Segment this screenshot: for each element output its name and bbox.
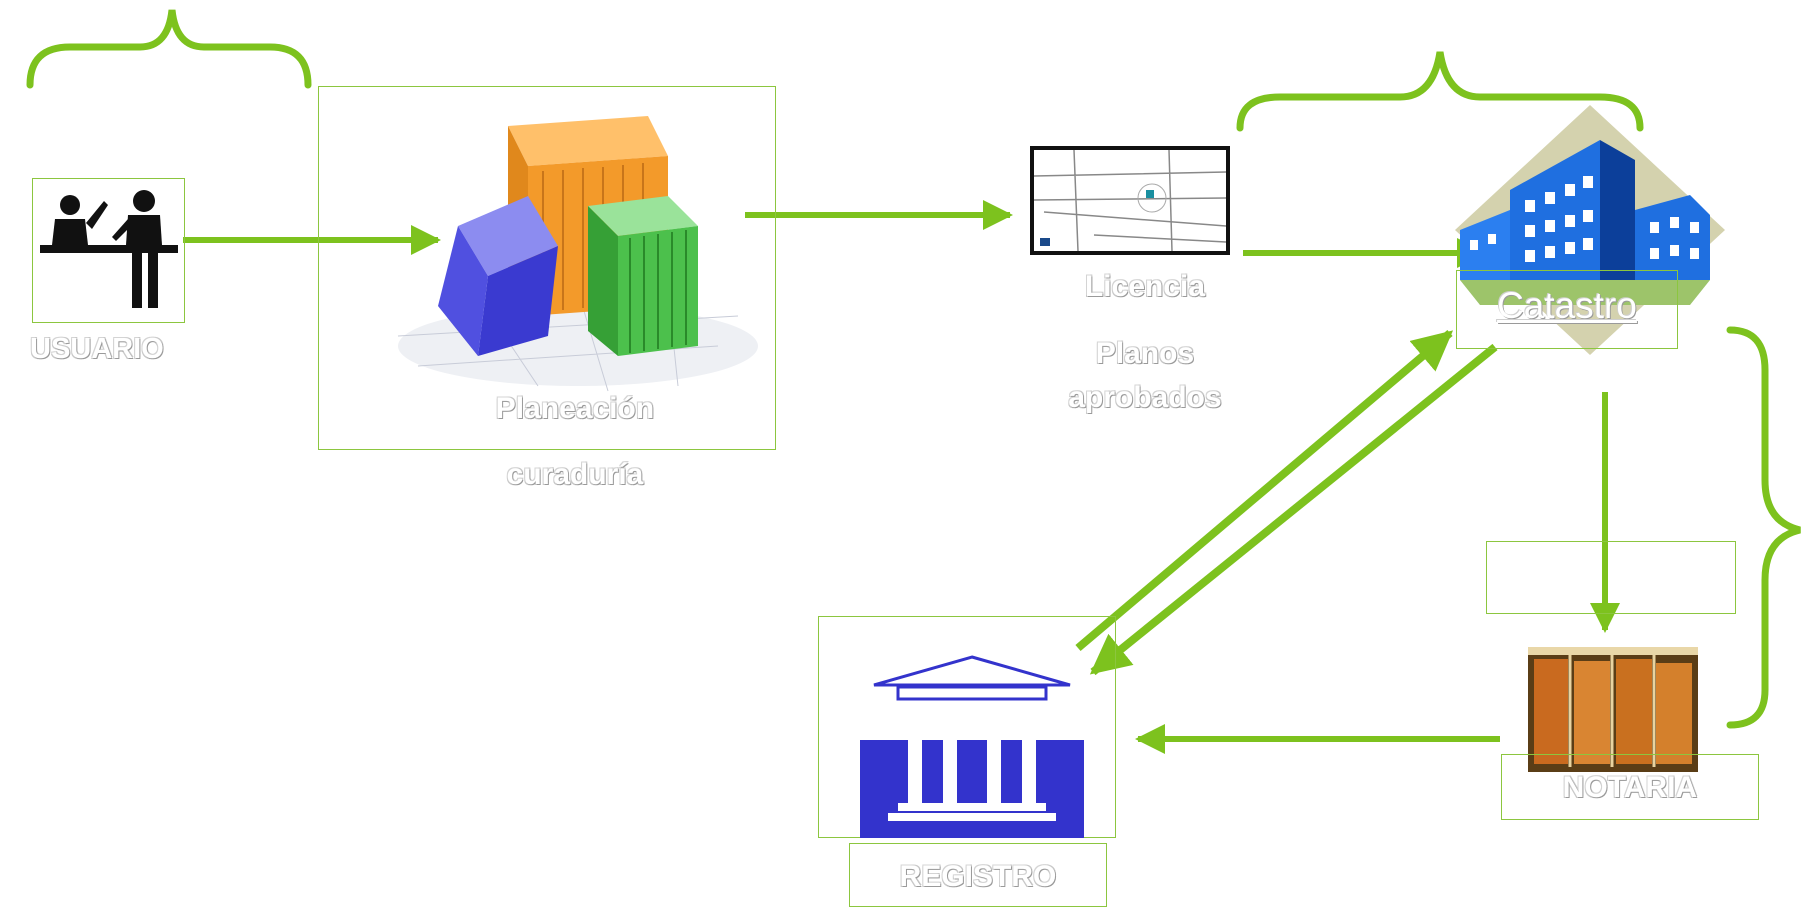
curaduria-label: curaduría [506,458,644,491]
transfer-box [1486,541,1736,614]
planeacion-box [318,86,776,450]
brace-usuario [26,9,312,89]
office-buildings-icon [1450,100,1730,360]
arrow-catastro-to-registro [1089,343,1498,676]
classical-building-icon [860,655,1084,838]
catastro-label[interactable]: Catastro [1497,285,1637,326]
aprobados-label: aprobados [1068,381,1222,414]
arrow-registro-to-catastro [1075,329,1454,652]
people-at-counter-icon [40,183,178,313]
planos-label: Planos [1095,337,1195,370]
usuario-label: USUARIO [30,333,164,365]
brace-catastro [1236,51,1644,132]
brace-notaria [1726,326,1801,729]
3d-buildings-icon [378,96,758,396]
filing-folders-icon [1528,647,1698,772]
usuario-box [32,178,185,323]
planeacion-label: Planeación [495,392,655,425]
notaria-label: NOTARIA [1562,771,1698,804]
registro-label: REGISTRO [899,860,1057,893]
street-map-icon [1030,146,1230,255]
licencia-label: Licencia [1084,270,1206,303]
catastro-box [1456,270,1678,349]
notaria-box [1501,754,1759,820]
